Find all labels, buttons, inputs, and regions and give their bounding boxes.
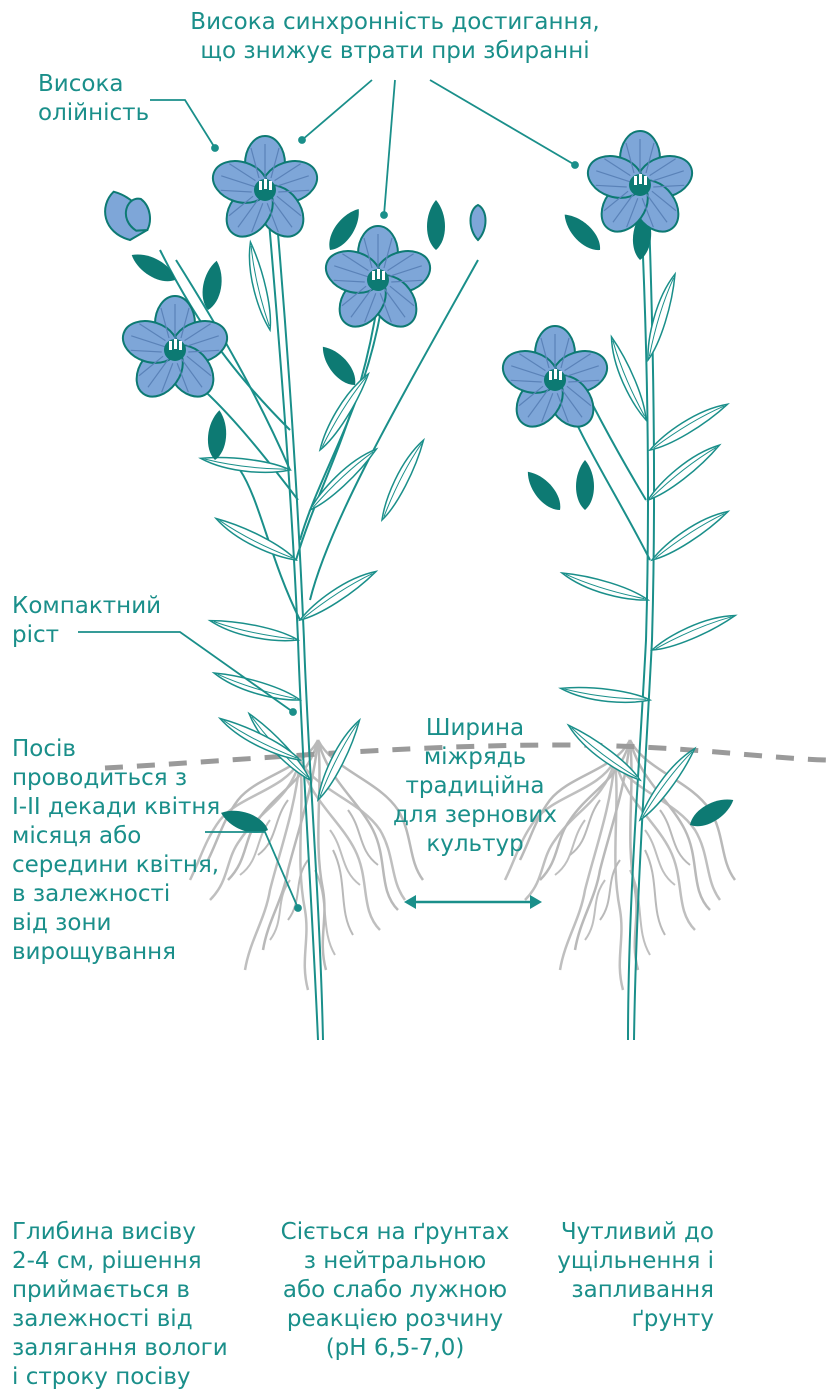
soil-ph-line-5: (pH 6,5-7,0) <box>275 1334 515 1363</box>
row-width-line-2: міжрядь <box>370 743 580 772</box>
sowing-line-2: проводиться з <box>12 764 220 793</box>
row-width-arrow <box>404 895 542 909</box>
row-width-line-4: для зернових <box>370 801 580 830</box>
sowing-line-5: середини квітня, <box>12 851 220 880</box>
soil-ph-line-2: з нейтральною <box>275 1247 515 1276</box>
depth-line-6: і строку посіву <box>12 1363 228 1392</box>
compaction-line-3: запливання <box>530 1276 714 1305</box>
compaction-label: Чутливий до ущільнення і запливання ґрун… <box>530 1218 714 1334</box>
compact-label: Компактний ріст <box>12 592 161 650</box>
compaction-line-2: ущільнення і <box>530 1247 714 1276</box>
soil-ph-line-1: Сіється на ґрунтах <box>275 1218 515 1247</box>
sowing-line-1: Посів <box>12 735 220 764</box>
depth-line-3: приймається в <box>12 1276 228 1305</box>
sowing-line-8: вирощування <box>12 938 220 967</box>
row-width-label: Ширина міжрядь традиційна для зернових к… <box>370 714 580 859</box>
compact-line-2: ріст <box>12 621 161 650</box>
soil-ph-label: Сіється на ґрунтах з нейтральною або сла… <box>275 1218 515 1363</box>
sync-label: Висока синхронність достигання, що знижу… <box>180 8 610 66</box>
depth-line-1: Глибина висіву <box>12 1218 228 1247</box>
depth-line-4: залежності від <box>12 1305 228 1334</box>
sowing-line-7: від зони <box>12 909 220 938</box>
row-width-line-3: традиційна <box>370 772 580 801</box>
compaction-line-1: Чутливий до <box>530 1218 714 1247</box>
row-width-line-1: Ширина <box>370 714 580 743</box>
sync-line-2: що знижує втрати при збиранні <box>180 37 610 66</box>
sync-line-1: Висока синхронність достигання, <box>180 8 610 37</box>
soil-ph-line-3: або слабо лужною <box>275 1276 515 1305</box>
right-plant-flowers <box>497 131 697 435</box>
oil-label: Висока олійність <box>38 70 149 128</box>
row-width-line-5: культур <box>370 830 580 859</box>
soil-ph-line-4: реакцією розчину <box>275 1305 515 1334</box>
depth-line-2: 2-4 см, рішення <box>12 1247 228 1276</box>
sowing-line-3: I-II декади квітня <box>12 793 220 822</box>
compaction-line-4: ґрунту <box>530 1305 714 1334</box>
oil-line-1: Висока <box>38 70 149 99</box>
depth-label: Глибина висіву 2-4 см, рішення приймаєть… <box>12 1218 228 1392</box>
oil-line-2: олійність <box>38 99 149 128</box>
sowing-line-4: місяця або <box>12 822 220 851</box>
sowing-line-6: в залежності <box>12 880 220 909</box>
compact-line-1: Компактний <box>12 592 161 621</box>
depth-line-5: залягання вологи <box>12 1334 228 1363</box>
sowing-label: Посів проводиться з I-II декади квітня м… <box>12 735 220 967</box>
